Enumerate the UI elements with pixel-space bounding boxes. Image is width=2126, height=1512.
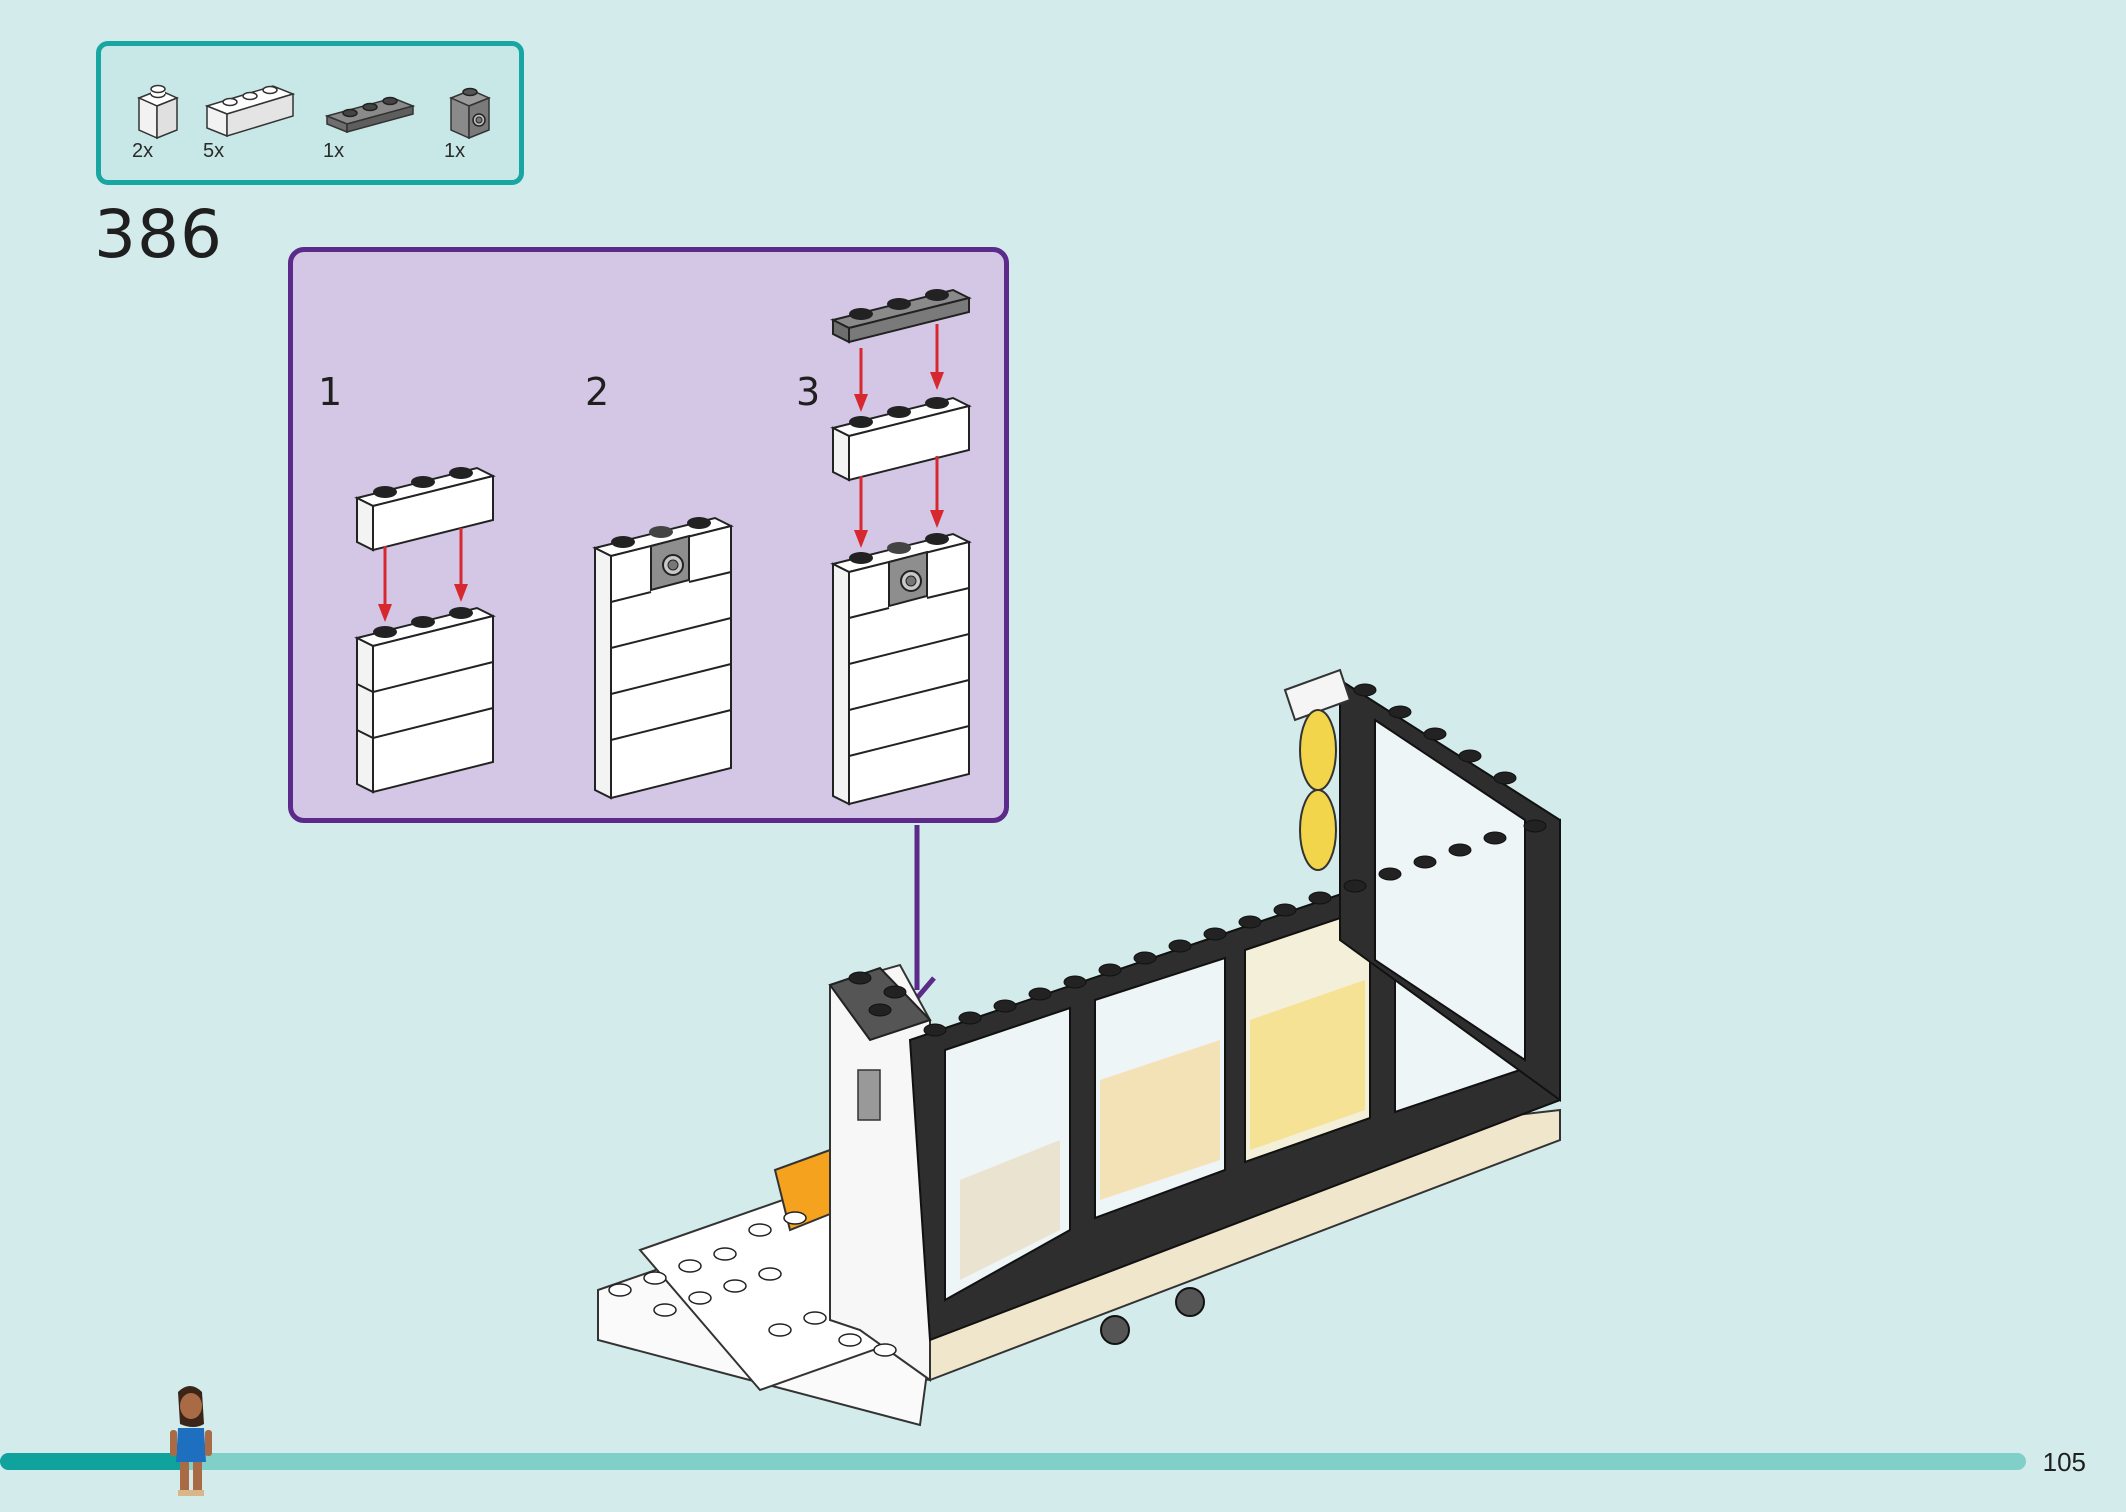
minifigure-progress-marker-icon xyxy=(170,1386,212,1496)
part-count: 1x xyxy=(444,140,466,162)
sub-step-number: 2 xyxy=(585,370,610,414)
sub-step-1-illustration xyxy=(354,466,496,794)
progress-bar-fill xyxy=(0,1453,183,1470)
sub-step-number: 1 xyxy=(318,370,343,414)
sub-assembly-callout: 1 2 3 xyxy=(288,247,1009,823)
parts-list-box: 2x 5x 1x 1x xyxy=(96,41,524,185)
page-number: 105 xyxy=(2042,1447,2086,1477)
part-count: 1x xyxy=(323,140,345,162)
sub-step-2-illustration xyxy=(592,516,734,800)
white-1x1-brick-icon xyxy=(137,84,179,140)
white-1x3-brick-icon xyxy=(204,85,296,138)
step-number: 386 xyxy=(94,196,223,273)
progress-bar xyxy=(0,1453,2026,1470)
main-model-illustration xyxy=(597,668,1561,1427)
sub-step-number: 3 xyxy=(796,370,821,414)
part-count: 2x xyxy=(132,140,154,162)
part-count: 5x xyxy=(203,140,225,162)
gray-1x1-brick-with-side-stud-icon xyxy=(449,87,491,140)
dark-gray-1x3-plate-icon xyxy=(324,96,416,134)
sub-step-3-illustration xyxy=(830,288,972,806)
